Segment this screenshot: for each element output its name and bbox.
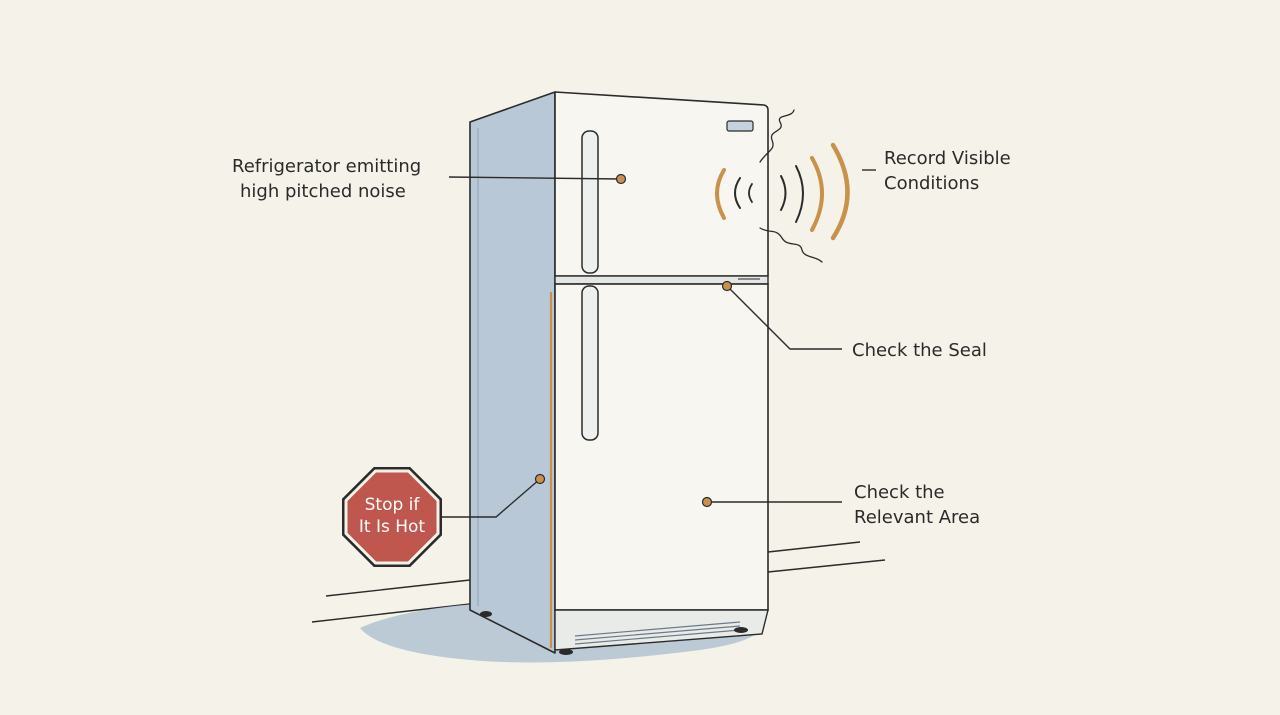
control-panel-badge xyxy=(726,120,754,132)
label-record-line1: Record Visible xyxy=(884,148,1011,169)
floor-lines xyxy=(311,541,886,623)
label-noise-line2: high pitched noise xyxy=(240,181,406,202)
label-record: Record Visible Conditions xyxy=(884,146,1011,196)
door-divider xyxy=(554,275,769,285)
label-record-line2: Conditions xyxy=(884,173,980,194)
fridge-side-panel xyxy=(469,91,556,654)
stop-sign-line1: Stop if xyxy=(364,495,420,515)
vent-grille xyxy=(574,621,741,645)
stop-sign-label: Stop if It Is Hot xyxy=(346,494,438,538)
fridge-handle xyxy=(581,285,599,441)
stop-sign-line2: It Is Hot xyxy=(358,517,426,537)
stop-sign-face xyxy=(344,469,440,565)
label-noise: Refrigerator emitting high pitched noise xyxy=(232,154,421,204)
fridge-feet xyxy=(480,611,748,655)
callout-lines xyxy=(442,169,876,518)
base-grille-panel xyxy=(554,609,769,651)
label-area-line2: Relevant Area xyxy=(854,507,981,528)
callout-dots xyxy=(534,173,733,508)
freezer-handle xyxy=(581,130,599,274)
sound-wave-icon xyxy=(715,109,850,263)
label-area: Check the Relevant Area xyxy=(854,480,980,530)
label-noise-line1: Refrigerator emitting xyxy=(232,156,422,177)
freezer-door xyxy=(554,91,769,277)
label-seal: Check the Seal xyxy=(852,340,987,361)
label-area-line1: Check the xyxy=(854,482,945,503)
